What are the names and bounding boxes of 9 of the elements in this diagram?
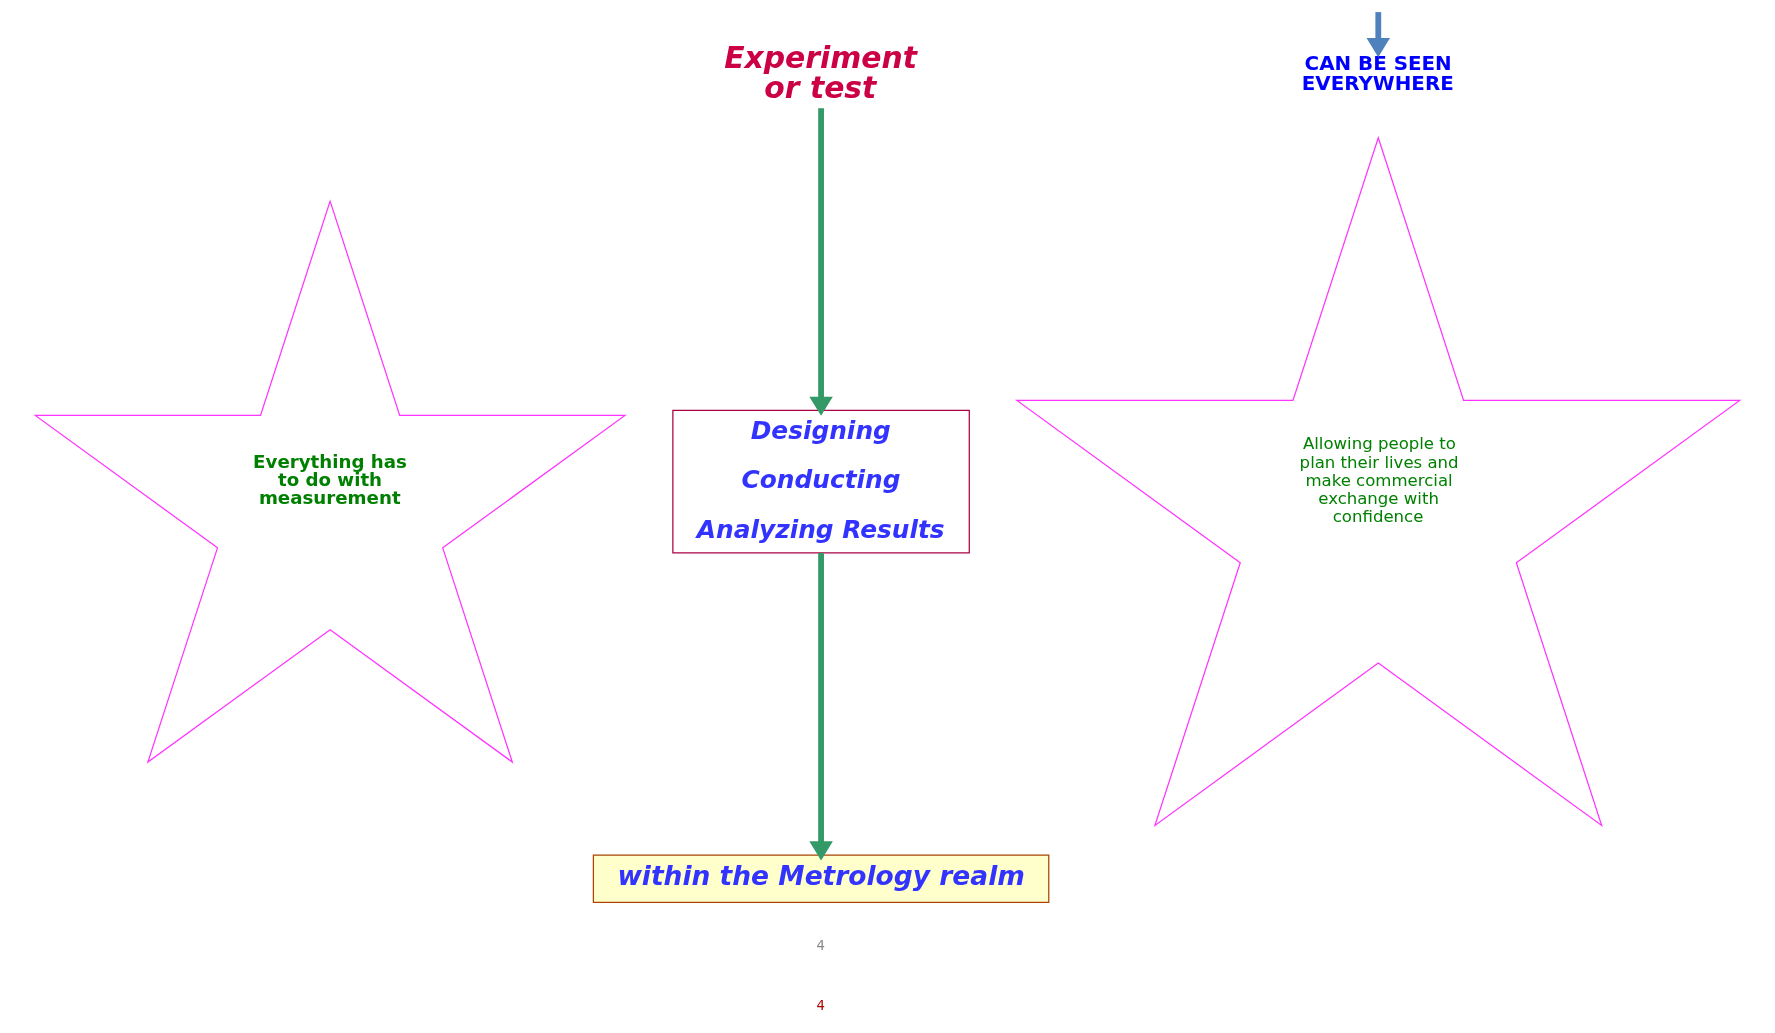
node-text: Experiment or test bbox=[724, 40, 917, 105]
label: 4 bbox=[816, 997, 825, 1013]
node-text: CAN BE SEEN EVERYWHERE bbox=[1301, 52, 1454, 96]
node-box: within the Metrology realm bbox=[592, 854, 1050, 903]
arrow bbox=[1366, 12, 1391, 58]
arrow bbox=[809, 108, 833, 416]
arrow bbox=[809, 552, 833, 861]
label: 4 bbox=[816, 938, 825, 954]
node-box: Designing Conducting Analyzing Results bbox=[672, 409, 970, 554]
